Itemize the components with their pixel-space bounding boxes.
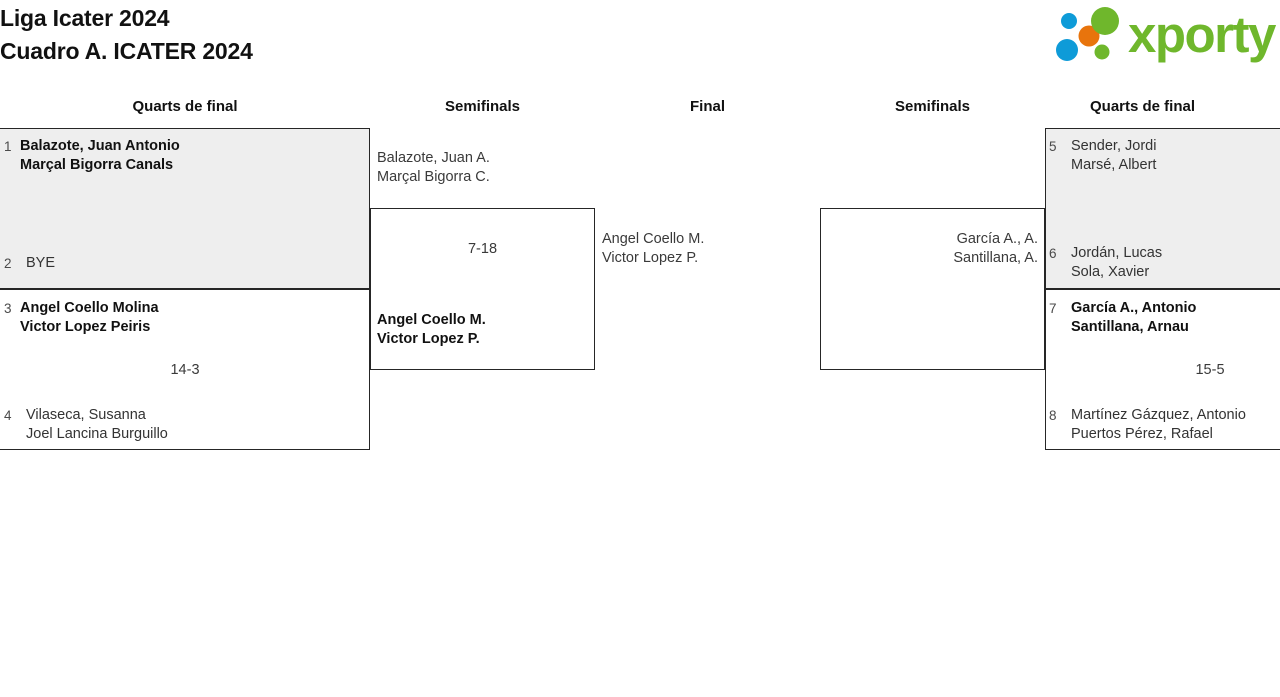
round-header-left-semifinals: Semifinals <box>444 98 521 115</box>
competitor-names: Balazote, Juan Antonio Marçal Bigorra Ca… <box>20 138 180 173</box>
competitor-seed-8[interactable]: 8 Martínez Gázquez, Antonio Puertos Pére… <box>1049 397 1280 444</box>
seed-number: 6 <box>1049 246 1057 261</box>
match-score-left-semifinal: 7-18 <box>467 241 498 257</box>
competitor-seed-1[interactable]: 1 Balazote, Juan Antonio Marçal Bigorra … <box>4 128 354 175</box>
round-header-right-semifinals: Semifinals <box>894 98 971 115</box>
page-header: Liga Icater 2024 Cuadro A. ICATER 2024 x… <box>0 0 1280 80</box>
competitor-names: Martínez Gázquez, Antonio Puertos Pérez,… <box>1071 407 1246 442</box>
match-box-right-semifinal[interactable] <box>820 208 1045 370</box>
competitor-seed-4[interactable]: 4 Vilaseca, Susanna Joel Lancina Burguil… <box>4 397 354 444</box>
xporty-logo[interactable]: xporty <box>1046 5 1278 67</box>
match-box-left-qf1[interactable] <box>0 128 370 289</box>
competitor-names: Jordán, Lucas Sola, Xavier <box>1071 245 1163 280</box>
final-entrant-left[interactable]: Angel Coello M. Victor Lopez P. <box>602 231 705 266</box>
tournament-name: Liga Icater 2024 <box>0 5 170 31</box>
round-header-right-quarterfinals: Quarts de final <box>1090 98 1196 115</box>
competitor-seed-2[interactable]: 2 BYE <box>4 245 354 273</box>
seed-number: 4 <box>4 408 12 423</box>
xporty-wordmark: xporty <box>1128 6 1276 63</box>
seed-number: 3 <box>4 301 12 316</box>
competitor-seed-7[interactable]: 7 García A., Antonio Santillana, Arnau <box>1049 290 1280 337</box>
competitor-seed-5[interactable]: 5 Sender, Jordi Marsé, Albert <box>1049 128 1280 175</box>
seed-number: 5 <box>1049 139 1057 154</box>
match-box-left-semifinal[interactable] <box>370 208 595 370</box>
competitor-names: García A., Antonio Santillana, Arnau <box>1071 300 1197 335</box>
match-box-right-qf2[interactable] <box>1045 289 1280 450</box>
match-box-right-qf1[interactable] <box>1045 128 1280 289</box>
draw-name: Cuadro A. ICATER 2024 <box>0 38 253 64</box>
match-score-right-qf2: 15-5 <box>1195 362 1225 378</box>
page-title: Liga Icater 2024 Cuadro A. ICATER 2024 <box>0 2 253 68</box>
semifinal-entrant-bottom-left[interactable]: Angel Coello M. Victor Lopez P. <box>377 312 486 347</box>
xporty-logo-dots-icon <box>1056 7 1119 61</box>
competitor-names: Sender, Jordi Marsé, Albert <box>1071 138 1157 173</box>
round-header-left-quarterfinals: Quarts de final <box>132 98 238 115</box>
competitor-names: Angel Coello Molina Victor Lopez Peiris <box>20 300 159 335</box>
competitor-names: Vilaseca, Susanna Joel Lancina Burguillo <box>26 407 168 442</box>
semifinal-entrant-top-left[interactable]: Balazote, Juan A. Marçal Bigorra C. <box>377 150 490 185</box>
final-entrant-right[interactable]: García A., A. Santillana, A. <box>953 231 1038 266</box>
competitor-seed-3[interactable]: 3 Angel Coello Molina Victor Lopez Peiri… <box>4 290 354 337</box>
seed-number: 1 <box>4 139 12 154</box>
seed-number: 2 <box>4 256 12 271</box>
seed-number: 7 <box>1049 301 1057 316</box>
match-score-left-qf2: 14-3 <box>170 362 200 378</box>
seed-number: 8 <box>1049 408 1057 423</box>
round-header-final: Final <box>689 98 725 115</box>
competitor-names: BYE <box>26 255 56 271</box>
match-box-left-qf2[interactable] <box>0 289 370 450</box>
competitor-seed-6[interactable]: 6 Jordán, Lucas Sola, Xavier <box>1049 235 1280 282</box>
